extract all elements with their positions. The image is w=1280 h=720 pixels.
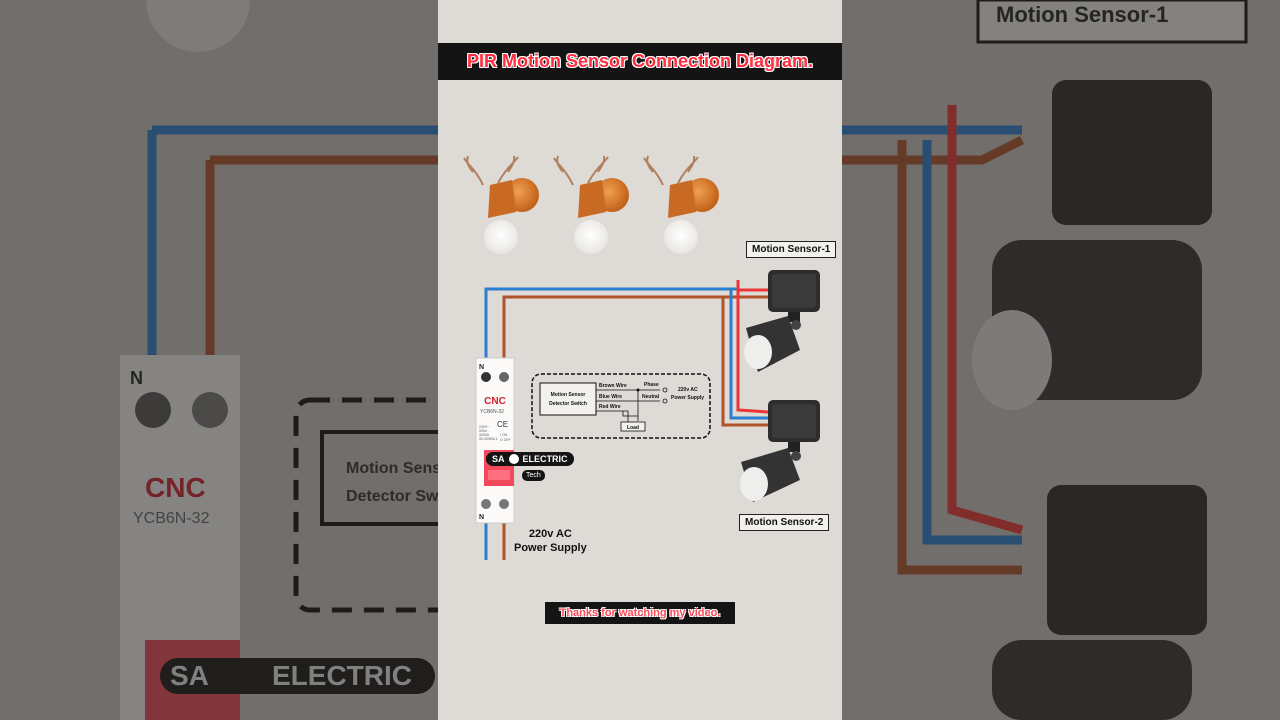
page-title: PIR Motion Sensor Connection Diagram. bbox=[466, 51, 814, 71]
motion-sensor-1-device bbox=[744, 270, 820, 372]
power-supply-line2: Power Supply bbox=[514, 542, 587, 554]
wires bbox=[484, 280, 769, 560]
background-left: N CNC YCB6N-32 Motion Sensor Detector Sw… bbox=[0, 0, 438, 720]
watermark-right: ELECTRIC bbox=[522, 454, 568, 464]
circuit-breaker bbox=[475, 357, 515, 524]
motion-sensor-2-device bbox=[740, 400, 820, 502]
lamp-2 bbox=[553, 155, 629, 254]
watermark-sub: Tech bbox=[522, 470, 545, 481]
footer-text: Thanks for watching my video. bbox=[559, 607, 721, 619]
watermark-left: SA bbox=[492, 454, 505, 464]
motion-sensor-2-label: Motion Sensor-2 bbox=[739, 514, 830, 531]
background-right: Motion Sensor-1 bbox=[842, 0, 1280, 720]
lamp-3 bbox=[643, 155, 719, 254]
power-supply-label: 220v AC Power Supply bbox=[514, 527, 587, 555]
diagram-panel: Motion Sensor Detector Switch Brown Wire… bbox=[438, 0, 842, 720]
power-supply-line1: 220v AC bbox=[528, 528, 572, 540]
title-bar: PIR Motion Sensor Connection Diagram. bbox=[438, 43, 842, 80]
footer-caption: Thanks for watching my video. bbox=[545, 602, 735, 624]
background-dim bbox=[842, 0, 1280, 720]
wiring-diagram bbox=[463, 155, 820, 560]
lamp-1 bbox=[463, 155, 539, 254]
schematic-inset bbox=[531, 373, 711, 439]
watermark-logo: SA ELECTRIC bbox=[486, 452, 574, 466]
motion-sensor-1-label: Motion Sensor-1 bbox=[746, 241, 837, 258]
background-dim bbox=[0, 0, 438, 720]
bulb-icon bbox=[508, 454, 519, 464]
